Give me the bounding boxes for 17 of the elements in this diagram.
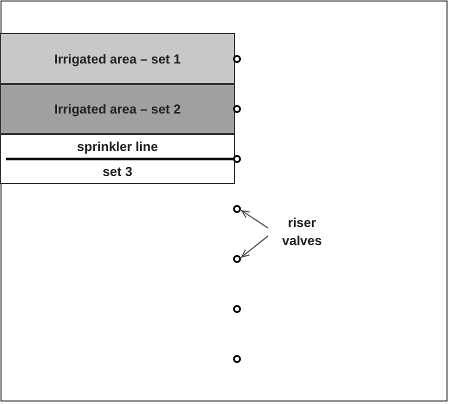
- irrigated-area-strip: [0, 134, 235, 184]
- area-label: Irrigated area – set 2: [53, 102, 182, 116]
- line-label: sprinkler line: [76, 139, 159, 154]
- arrow: [241, 210, 268, 228]
- callout-label: riser valves: [281, 214, 323, 250]
- irrigated-area-strip: [0, 84, 235, 134]
- riser-valve-circle: [232, 204, 242, 214]
- set-label: set 3: [102, 164, 134, 179]
- riser-valve-circle: [232, 104, 242, 114]
- area-label: Irrigated area – set 1: [53, 51, 182, 66]
- irrigated-area-strip: [0, 33, 235, 84]
- arrow: [241, 236, 268, 258]
- riser-valve-circle: [232, 354, 242, 364]
- riser-valve-circle: [232, 54, 242, 64]
- riser-valve-circle: [232, 304, 242, 314]
- riser-valve-circle: [232, 154, 242, 164]
- riser-valve-circle: [232, 254, 242, 264]
